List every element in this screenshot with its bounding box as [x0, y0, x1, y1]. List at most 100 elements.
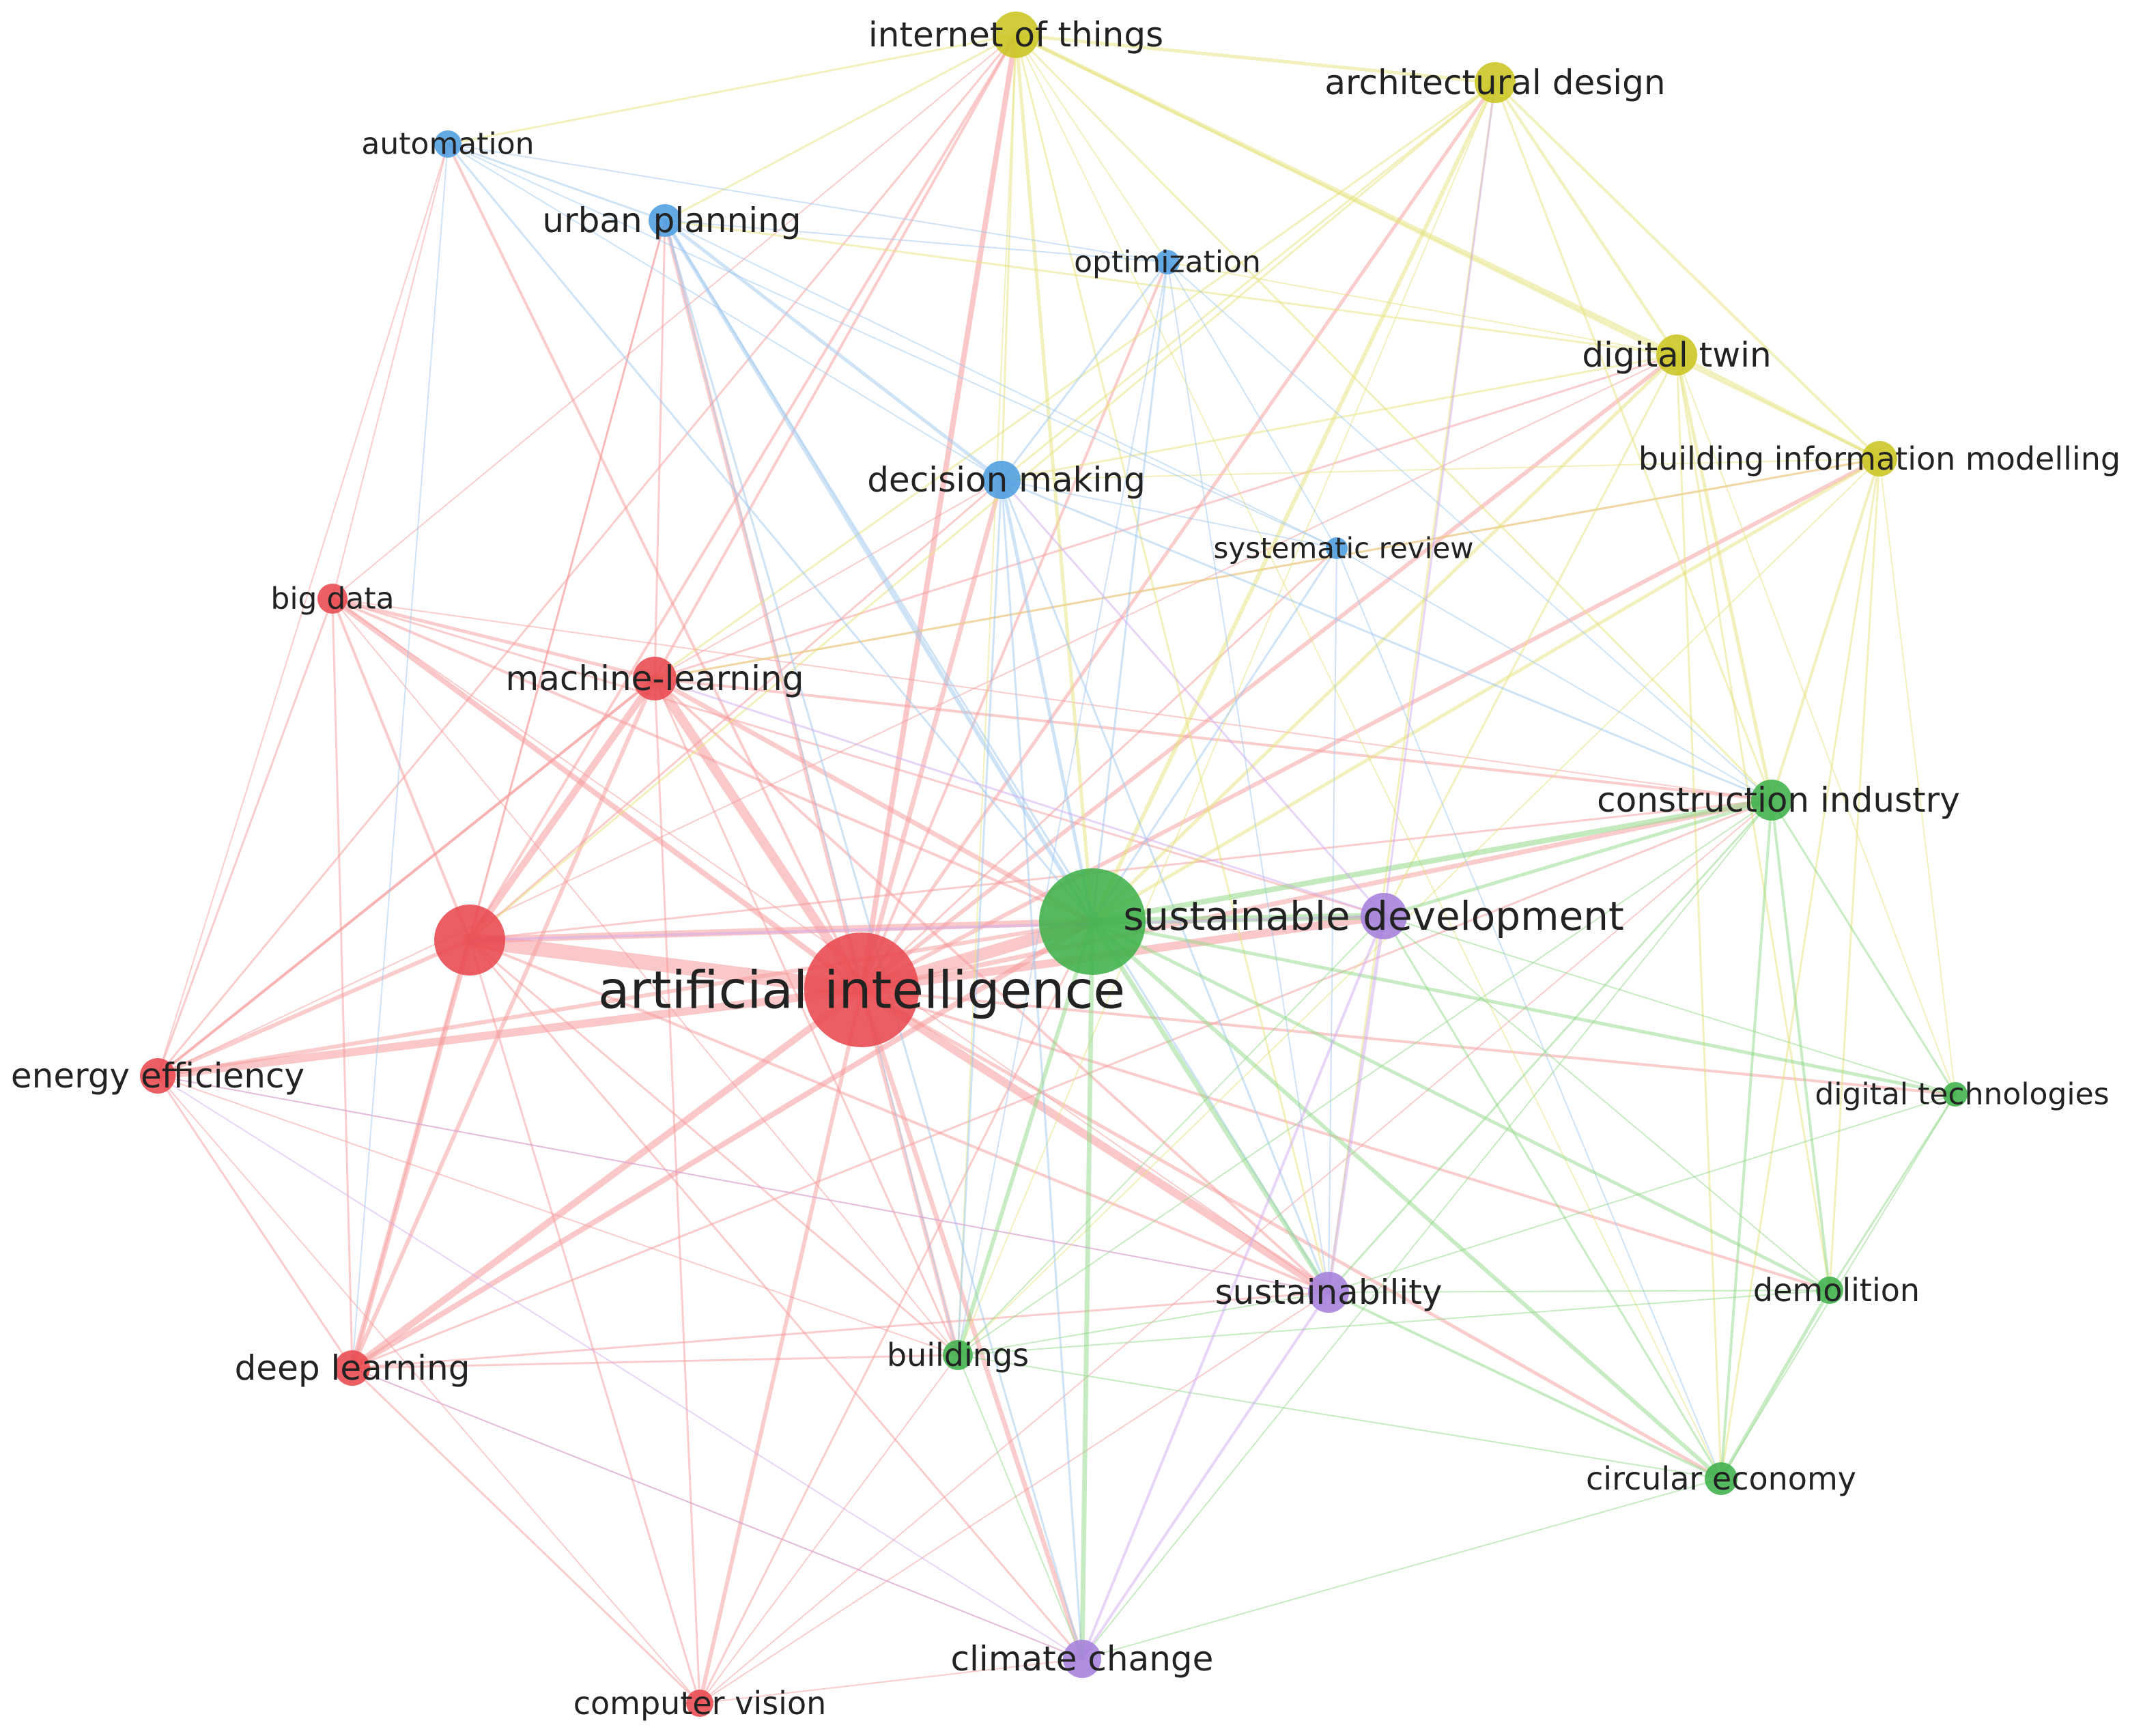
edge-sustainable-development-hub-to-demolition: [1090, 920, 1832, 1292]
edge-sustainability-to-climate-change: [1081, 1291, 1330, 1660]
edge-demolition-to-digital-technologies: [1828, 1093, 1957, 1292]
edge-construction-industry-to-climate-change: [1081, 799, 1772, 1660]
edge-unlabeled-red-node-to-climate-change: [468, 939, 1083, 1660]
node-architectural-design[interactable]: [1475, 62, 1516, 103]
edge-computer-vision-to-buildings: [699, 1354, 959, 1704]
edge-computer-vision-to-sustainability: [699, 1292, 1329, 1704]
node-sustainability[interactable]: [1308, 1272, 1349, 1313]
node-urban-planning[interactable]: [649, 204, 681, 237]
edge-building-information-modelling-to-circular-economy: [1720, 457, 1881, 1480]
label-circular-economy: circular economy: [1586, 1460, 1856, 1497]
edge-sustainable-development-to-climate-change: [1081, 915, 1385, 1660]
edge-demolition-to-circular-economy: [1719, 1288, 1832, 1481]
edge-architectural-design-to-digital-twin: [1494, 81, 1678, 356]
edge-deep-learning-to-computer-vision: [351, 1367, 701, 1705]
edge-optimization-to-sustainability: [1167, 261, 1329, 1293]
edge-sustainable-development-hub-to-sustainability: [1090, 919, 1331, 1295]
edge-unlabeled-red-node-to-decision-making: [468, 479, 1003, 941]
edge-decision-making-to-systematic-review: [1001, 479, 1337, 549]
edge-automation-to-sustainable-development-hub: [446, 143, 1094, 923]
node-machine-learning[interactable]: [633, 657, 677, 700]
edge-urban-planning-to-sustainability: [664, 219, 1330, 1294]
edge-energy-efficiency-to-machine-learning: [156, 677, 656, 1077]
edge-optimization-to-systematic-review: [1167, 261, 1337, 549]
node-digital-technologies[interactable]: [1943, 1082, 1968, 1107]
edge-circular-economy-to-sustainability: [1327, 1291, 1722, 1480]
edge-machine-learning-to-buildings: [653, 677, 959, 1356]
edge-digital-technologies-to-sustainable-development: [1383, 915, 1956, 1095]
node-construction-industry[interactable]: [1751, 780, 1792, 821]
label-urban-planning: urban planning: [542, 201, 801, 240]
label-building-information-modelling: building information modelling: [1638, 440, 2120, 477]
node-digital-twin[interactable]: [1656, 335, 1697, 375]
edge-systematic-review-to-construction-industry: [1336, 547, 1772, 801]
edge-architectural-design-to-unlabeled-red-node: [468, 81, 1496, 941]
edge-digital-twin-to-optimization: [1167, 261, 1677, 356]
edge-big-data-to-deep-learning: [331, 597, 354, 1369]
edge-systematic-review-to-sustainable-development-hub: [1091, 547, 1338, 923]
edge-artificial-intelligence-to-internet-of-things: [859, 32, 1019, 993]
edge-sustainable-development-hub-to-climate-change: [1079, 919, 1095, 1662]
edge-artificial-intelligence-to-decision-making: [859, 477, 1004, 993]
edge-decision-making-to-sustainability: [1000, 479, 1330, 1294]
node-sustainable-development[interactable]: [1361, 893, 1407, 939]
label-decision-making: decision making: [867, 460, 1146, 500]
node-internet-of-things[interactable]: [993, 12, 1039, 58]
edge-architectural-design-to-sustainable-development-hub: [1090, 81, 1497, 924]
edge-demolition-to-sustainable-development: [1383, 915, 1830, 1291]
node-buildings[interactable]: [943, 1340, 973, 1370]
nodes-layer: [140, 12, 1968, 1717]
edge-energy-efficiency-to-sustainable-development-hub: [156, 920, 1094, 1078]
node-systematic-review[interactable]: [1326, 537, 1348, 559]
edge-decision-making-to-climate-change: [1000, 479, 1083, 1660]
edge-buildings-to-sustainable-development: [957, 915, 1385, 1356]
edge-artificial-intelligence-to-energy-efficiency: [154, 986, 866, 1080]
edge-energy-efficiency-to-digital-twin: [157, 354, 1677, 1077]
label-machine-learning: machine-learning: [506, 659, 804, 698]
edge-internet-of-things-to-automation: [446, 33, 1017, 145]
node-optimization[interactable]: [1155, 250, 1180, 274]
label-internet-of-things: internet of things: [868, 15, 1163, 55]
edge-building-information-modelling-to-construction-industry: [1770, 457, 1881, 801]
label-digital-technologies: digital technologies: [1815, 1077, 2109, 1112]
edge-machine-learning-to-construction-industry: [653, 677, 1773, 801]
edge-digital-twin-to-sustainable-development: [1382, 354, 1678, 917]
edge-automation-to-urban-planning: [446, 143, 666, 222]
edge-big-data-to-automation: [332, 143, 449, 599]
edge-digital-twin-to-building-information-modelling: [1675, 353, 1882, 461]
node-sustainable-development-hub[interactable]: [1039, 868, 1146, 975]
node-computer-vision[interactable]: [686, 1690, 713, 1717]
node-deep-learning[interactable]: [335, 1350, 370, 1386]
edge-digital-technologies-to-sustainability: [1328, 1094, 1956, 1293]
label-construction-industry: construction industry: [1597, 780, 1960, 820]
edge-unlabeled-red-node-to-computer-vision: [468, 939, 701, 1705]
edge-machine-learning-to-urban-planning: [653, 219, 666, 680]
edge-sustainability-to-energy-efficiency: [157, 1075, 1329, 1293]
edge-digital-twin-to-construction-industry: [1675, 353, 1774, 802]
edge-optimization-to-buildings: [957, 261, 1168, 1356]
node-automation[interactable]: [434, 130, 462, 158]
node-demolition[interactable]: [1816, 1277, 1843, 1304]
edge-sustainable-development-to-architectural-design: [1382, 81, 1496, 917]
edge-unlabeled-red-node-to-construction-industry: [468, 799, 1773, 941]
node-circular-economy[interactable]: [1705, 1462, 1737, 1495]
edge-artificial-intelligence-to-optimization: [860, 261, 1169, 991]
edge-artificial-intelligence-to-machine-learning: [650, 674, 866, 995]
edge-energy-efficiency-to-automation: [157, 143, 449, 1077]
edge-sustainable-development-to-unlabeled-red-node: [468, 915, 1385, 941]
edge-architectural-design-to-decision-making: [1000, 81, 1496, 481]
edge-digital-twin-to-decision-making: [1000, 354, 1678, 481]
node-decision-making[interactable]: [982, 461, 1021, 499]
node-unlabeled-red-node[interactable]: [434, 905, 505, 976]
edge-energy-efficiency-to-buildings: [157, 1075, 959, 1356]
edge-deep-learning-to-buildings: [351, 1354, 959, 1369]
edge-sustainable-development-hub-to-digital-technologies: [1090, 920, 1957, 1096]
node-climate-change[interactable]: [1063, 1640, 1101, 1678]
node-big-data[interactable]: [317, 584, 347, 614]
node-artificial-intelligence[interactable]: [804, 933, 919, 1047]
node-building-information-modelling[interactable]: [1862, 441, 1897, 476]
edge-machine-learning-to-digital-twin: [653, 354, 1678, 680]
edge-architectural-design-to-machine-learning: [653, 81, 1496, 680]
node-energy-efficiency[interactable]: [140, 1058, 175, 1094]
